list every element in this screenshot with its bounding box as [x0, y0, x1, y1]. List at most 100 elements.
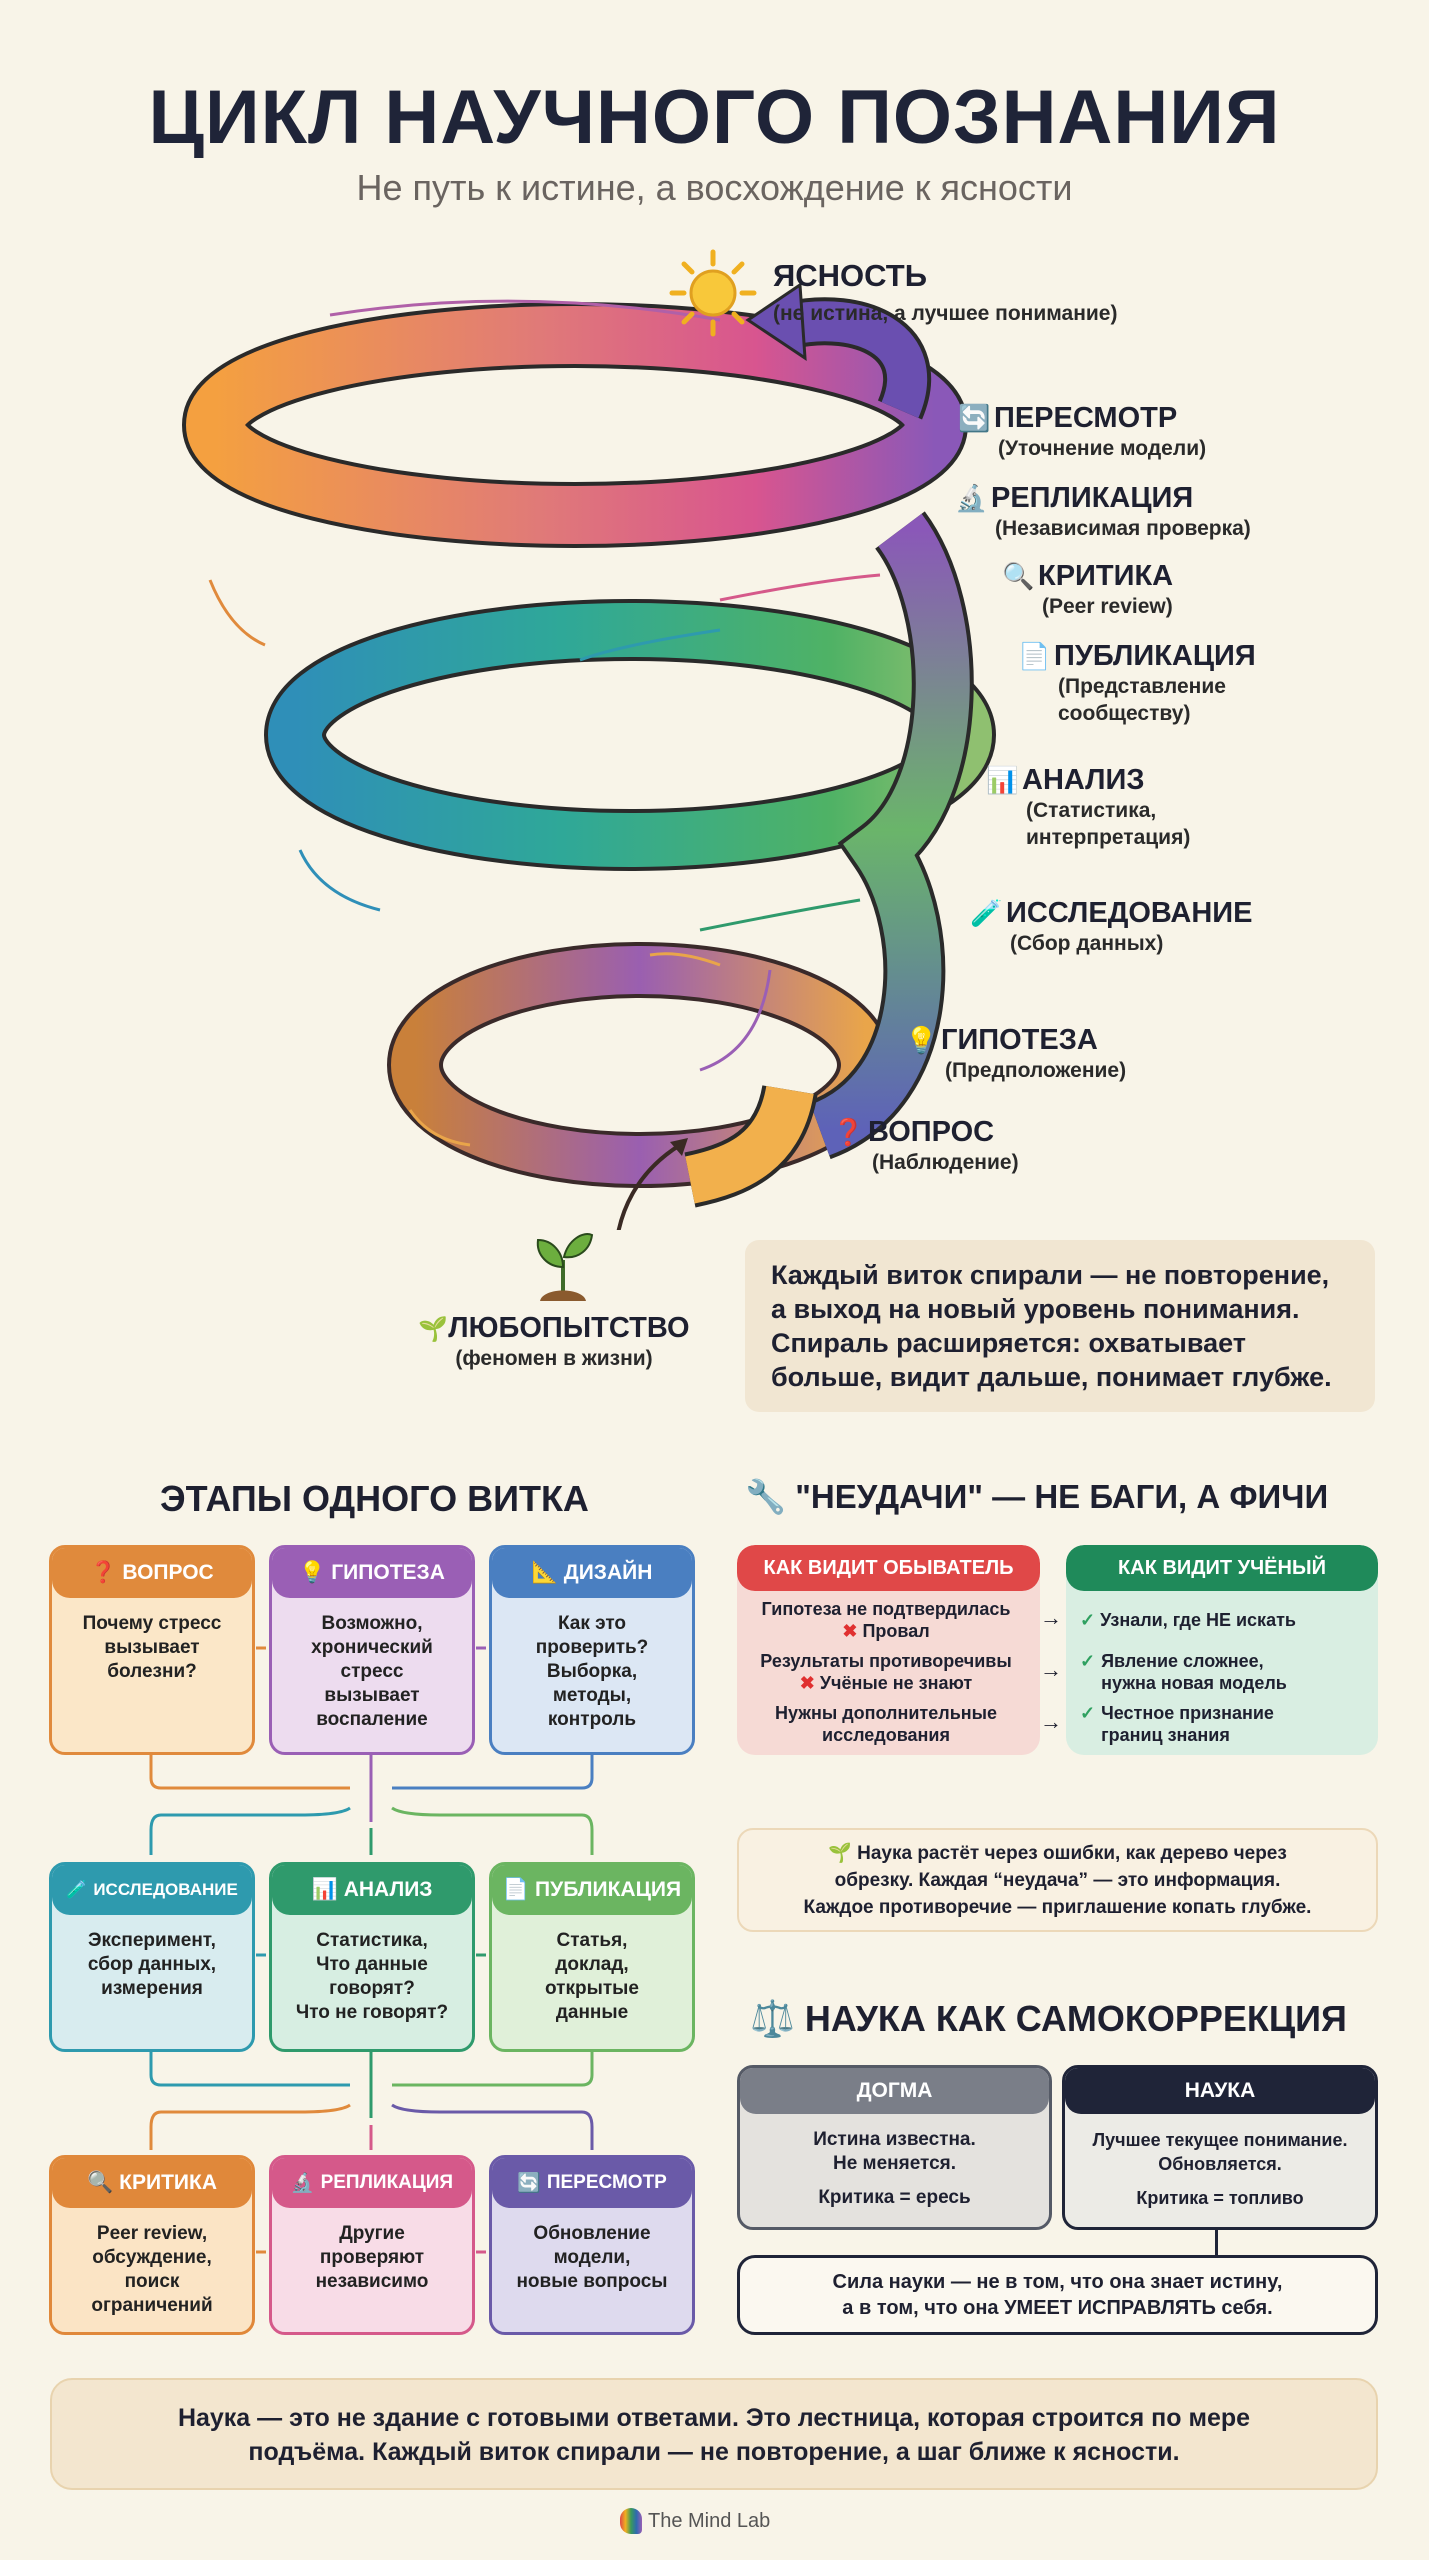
stage-label: РЕПЛИКАЦИЯ [991, 482, 1194, 514]
spiral-tail-fill [684, 1085, 814, 1204]
document-icon: 📄 [1018, 641, 1051, 671]
brand: The Mind Lab [620, 2508, 770, 2534]
card-title: ИССЛЕДОВАНИЕ [93, 1880, 238, 1899]
stage-card-revision: 🔄ПЕРЕСМОТР Обновление модели, новые вопро… [489, 2155, 695, 2335]
layman-row-1: Гипотеза не подтвердилась✖ Провал [742, 1598, 1030, 1642]
spiral-note: Каждый виток спирали — не повторение, а … [745, 1240, 1375, 1412]
arrow-icon: → [1040, 1605, 1062, 1630]
spiral-stage-question: ❓ВОПРОС(Наблюдение) [832, 1116, 1019, 1176]
arrow-icon: → [1040, 1709, 1062, 1734]
arrow-icon: → [1040, 1657, 1062, 1682]
selfcorrection-title: ⚖️ НАУКА КАК САМОКОРРЕКЦИЯ [750, 1998, 1347, 2040]
dogma-card: ДОГМА Истина известна. Не меняется. Критик… [737, 2065, 1052, 2230]
scientist-row-2: ✓Явление сложнее, нужна новая модель [1080, 1650, 1287, 1694]
card-body: Статистика, Что данные говорят? Что не г… [295, 1930, 449, 2023]
question-icon: ❓ [90, 1561, 117, 1584]
card-title: АНАЛИЗ [343, 1878, 433, 1901]
stage-sub: (Предположение) [945, 1059, 1127, 1082]
card-header: 📐ДИЗАЙН [492, 1548, 692, 1598]
footer-quote: Наука — это не здание с готовыми ответам… [50, 2378, 1378, 2490]
science-header: НАУКА [1065, 2068, 1375, 2114]
triangle-ruler-icon: 📐 [531, 1561, 558, 1584]
science-critique: Критика = топливо [1136, 2188, 1304, 2208]
bar-chart-icon: 📊 [986, 765, 1019, 795]
spiral-stage-critique: 🔍КРИТИКА (Peer review) [1002, 560, 1173, 620]
stage-sub: (Уточнение модели) [998, 437, 1207, 460]
check-icon: ✓ [1080, 1703, 1096, 1723]
check-icon: ✓ [1080, 1651, 1096, 1671]
card-header: 📊АНАЛИЗ [272, 1865, 472, 1915]
arrow-head-icon [745, 282, 807, 361]
card-title: ГИПОТЕЗА [331, 1561, 445, 1584]
layman-row-3: Нужны дополнительные исследования [774, 1703, 998, 1745]
selfcorrection-title-text: НАУКА КАК САМОКОРРЕКЦИЯ [804, 1998, 1347, 2039]
spiral-diagram [182, 282, 996, 1230]
spiral-stage-hypothesis: 💡ГИПОТЕЗА(Предположение) [905, 1024, 1126, 1084]
stage-label: ПУБЛИКАЦИЯ [1054, 640, 1256, 672]
failures-note: 🌱 Наука растёт через ошибки, как дерево … [737, 1828, 1378, 1932]
stage-label: АНАЛИЗ [1022, 764, 1145, 796]
layman-column: КАК ВИДИТ ОБЫВАТЕЛЬ [737, 1545, 1040, 1755]
card-body: Peer review, обсуждение, поиск ограничен… [91, 2223, 213, 2316]
card-body: Как это проверить? Выборка, методы, конт… [535, 1613, 649, 1730]
refresh-icon: 🔄 [958, 403, 991, 433]
stage-sub: (Сбор данных) [1010, 932, 1164, 955]
layman-text: Гипотеза не подтвердилась [761, 1599, 1011, 1619]
failures-title-text: "НЕУДАЧИ" — НЕ БАГИ, А ФИЧИ [795, 1478, 1329, 1515]
question-icon: ❓ [832, 1117, 865, 1147]
clarity-label: ЯСНОСТЬ [773, 258, 928, 293]
bar-chart-icon: 📊 [311, 1878, 338, 1901]
stage-label: КРИТИКА [1038, 560, 1174, 592]
card-title: ПЕРЕСМОТР [546, 2172, 667, 2193]
document-icon: 📄 [502, 1878, 530, 1901]
stage-sub: (Статистика, интерпретация) [1026, 799, 1191, 849]
card-title: КРИТИКА [119, 2171, 217, 2194]
dogma-critique: Критика = ересь [818, 2187, 971, 2208]
stage-card-critique: 🔍КРИТИКА Peer review, обсуждение, поиск о… [49, 2155, 255, 2335]
spiral-rise-fill [809, 513, 970, 1156]
card-body: Обновление модели, новые вопросы [516, 2223, 668, 2292]
spiral-stage-replication: 🔬РЕПЛИКАЦИЯ (Независимая проверка) [955, 482, 1251, 542]
lightbulb-icon: 💡 [905, 1025, 938, 1055]
layman-verdict: Провал [862, 1621, 930, 1641]
magnifier-icon: 🔍 [87, 2171, 114, 2194]
stage-card-question: ❓ВОПРОС Почему стресс вызывает болезни? [49, 1545, 255, 1755]
refresh-icon: 🔄 [517, 2173, 541, 2194]
layman-text: Результаты противоречивы [760, 1651, 1012, 1671]
dogma-body: Истина известна. Не меняется. [813, 2129, 976, 2174]
stage-sub: (Независимая проверка) [995, 517, 1251, 540]
clarity-sub: (не истина, а лучшее понимание) [773, 302, 1118, 325]
failures-title: 🔧 "НЕУДАЧИ" — НЕ БАГИ, А ФИЧИ [745, 1478, 1328, 1517]
scientist-row-1: ✓ Узнали, где НЕ искать [1080, 1609, 1296, 1631]
microscope-icon: 🔬 [955, 483, 988, 513]
card-title: ВОПРОС [122, 1561, 214, 1584]
card-body: Другие проверяют независимо [315, 2223, 429, 2292]
sprout-icon [528, 1225, 598, 1305]
stage-sub: (Peer review) [1042, 595, 1173, 618]
stage-label: ВОПРОС [868, 1116, 995, 1148]
card-body: Эксперимент, сбор данных, измерения [87, 1930, 217, 1999]
dogma-header: ДОГМА [740, 2068, 1049, 2114]
card-header: 📄ПУБЛИКАЦИЯ [492, 1865, 692, 1915]
stage-label: ИССЛЕДОВАНИЕ [1006, 897, 1253, 929]
cross-icon: ✖ [842, 1621, 863, 1641]
scientist-column: КАК ВИДИТ УЧЁНЫЙ [1066, 1545, 1378, 1755]
start-arrow-head-icon [670, 1138, 688, 1156]
test-tube-icon: 🧪 [66, 1880, 88, 1899]
magnifier-icon: 🔍 [1002, 561, 1035, 591]
card-body: Почему стресс вызывает болезни? [82, 1613, 222, 1682]
spiral-stage-analysis: 📊АНАЛИЗ(Статистика, интерпретация) [986, 764, 1190, 851]
failures-note-text: Наука растёт через ошибки, как дерево че… [803, 1843, 1312, 1918]
science-strength: Сила науки — не в том, что она знает ист… [737, 2255, 1378, 2335]
stage-card-design: 📐ДИЗАЙН Как это проверить? Выборка, метод… [489, 1545, 695, 1755]
card-header: 🧪 ИССЛЕДОВАНИЕ [52, 1865, 252, 1915]
spiral-stage-publication: 📄ПУБЛИКАЦИЯ(Представление сообществу) [1018, 640, 1256, 727]
stage-flow-arrows [149, 1646, 594, 2254]
sun-icon [668, 248, 758, 338]
start-arrow [616, 1143, 682, 1230]
stages-title: ЭТАПЫ ОДНОГО ВИТКА [160, 1478, 589, 1519]
